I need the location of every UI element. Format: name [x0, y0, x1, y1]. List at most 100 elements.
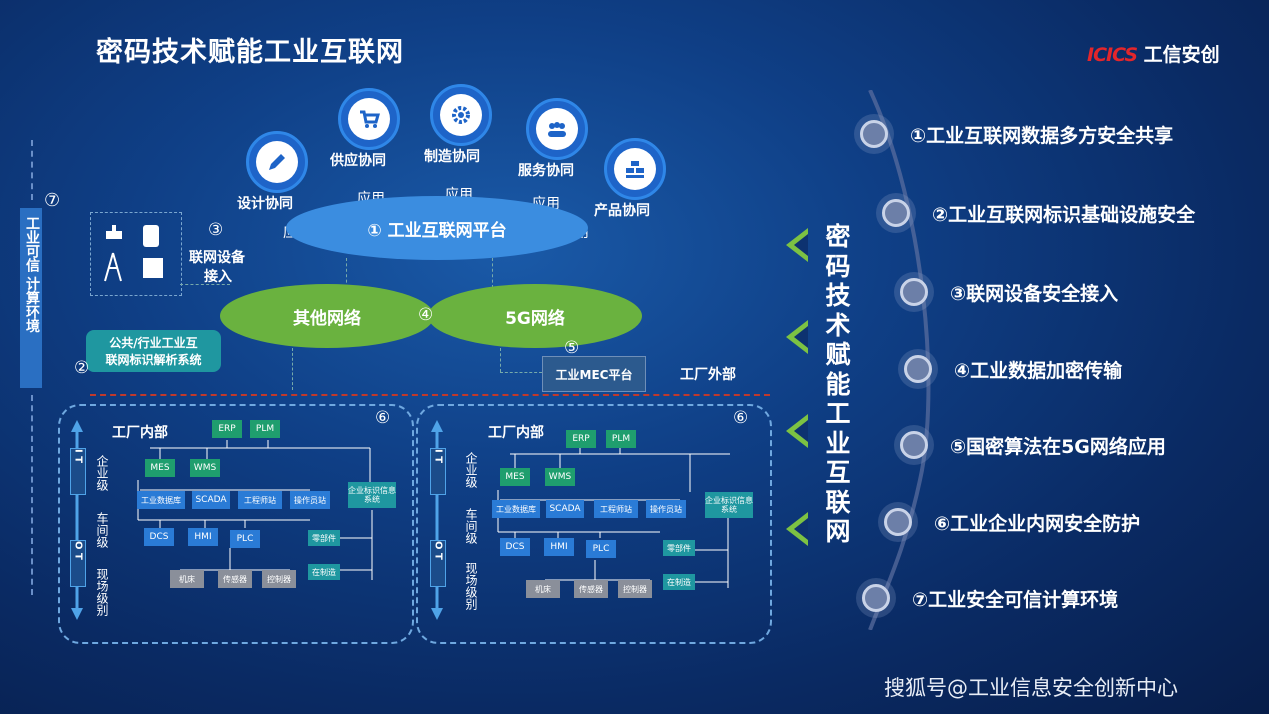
connector: [500, 372, 542, 373]
service-collab-label: 服务协同: [518, 163, 574, 179]
parts-node-1: 零部件: [308, 530, 340, 546]
right-item-1: ①工业互联网数据多方安全共享: [860, 120, 1173, 148]
right-item-6-text: ⑥工业企业内网安全防护: [934, 512, 1141, 535]
device-access-box: [90, 212, 182, 296]
right-item-4-text: ④工业数据加密传输: [954, 359, 1123, 382]
right-item-2: ②工业互联网标识基础设施安全: [882, 199, 1195, 227]
device-access-label-1: 联网设备: [189, 250, 245, 266]
right-item-3-text: ③联网设备安全接入: [950, 282, 1119, 305]
dcs-node-1: DCS: [144, 528, 174, 546]
wms-node-1: WMS: [190, 459, 220, 477]
5g-network: 5G网络: [428, 284, 642, 348]
it-tag-1: I T: [70, 448, 86, 495]
boundary-line: [90, 394, 770, 396]
machine-node-1: 机床: [170, 570, 204, 588]
left-vertical-bar: [20, 208, 42, 388]
factory-outside-label: 工厂外部: [680, 367, 736, 383]
left-dash-top: [31, 140, 33, 200]
cart-icon: [338, 88, 400, 150]
right-item-4: ④工业数据加密传输: [904, 355, 1122, 383]
brand-logo: ICICS 工信安创: [1087, 40, 1220, 67]
connector: [346, 258, 347, 288]
op-node-1: 操作员站: [290, 491, 330, 509]
machine-node-2: 机床: [526, 580, 560, 598]
gear-icon: [430, 84, 492, 146]
mes-node-2: MES: [500, 468, 530, 486]
erp-node-1: ERP: [212, 420, 242, 438]
id-system-node-2: 企业标识信息系统: [705, 492, 753, 518]
design-icon: [246, 131, 308, 193]
ot-tag-2: O T: [430, 540, 446, 587]
scada-node-2: SCADA: [546, 500, 584, 518]
mes-node-1: MES: [145, 459, 175, 477]
field-level-2: 现场级别: [464, 562, 478, 610]
hmi-node-1: HMI: [188, 528, 218, 546]
connector: [292, 348, 293, 390]
workshop-level-1: 车间级: [95, 512, 109, 548]
eng-node-2: 工程师站: [594, 500, 638, 518]
mec-platform: 工业MEC平台: [542, 356, 646, 392]
connector: [180, 284, 230, 285]
marker-4: ④: [418, 305, 434, 325]
scada-node-1: SCADA: [192, 491, 230, 509]
timeline-arc: [868, 90, 931, 630]
identifier-line-2: 联网标识解析系统: [105, 353, 202, 367]
db-node-2: 工业数据库: [492, 500, 540, 518]
ot-tag-1-text: O T: [72, 541, 84, 560]
marker-2: ②: [74, 358, 90, 378]
eng-node-1: 工程师站: [238, 491, 282, 509]
left-dash-bottom: [31, 395, 33, 595]
right-item-7: ⑦工业安全可信计算环境: [862, 584, 1118, 612]
controller-node-2: 控制器: [618, 580, 652, 598]
chevron-left-icon: [786, 320, 808, 354]
plc-node-1: PLC: [230, 530, 260, 548]
id-system-node-1: 企业标识信息系统: [348, 482, 396, 508]
logo-text: 工信安创: [1143, 44, 1220, 66]
right-item-7-text: ⑦工业安全可信计算环境: [912, 588, 1119, 611]
marker-5: ⑤: [564, 338, 580, 358]
ot-tag-1: O T: [70, 540, 86, 587]
factory-2-wiring: [497, 448, 730, 588]
people-icon: [526, 98, 588, 160]
wip-node-2: 在制造: [663, 574, 695, 590]
parts-node-2: 零部件: [663, 540, 695, 556]
right-item-5: ⑤国密算法在5G网络应用: [900, 431, 1166, 459]
bullet-icon: [882, 199, 910, 227]
sensor-node-1: 传感器: [218, 570, 252, 588]
right-item-6: ⑥工业企业内网安全防护: [884, 508, 1140, 536]
erp-node-2: ERP: [566, 430, 596, 448]
watermark: 搜狐号@工业信息安全创新中心: [884, 676, 1178, 700]
marker-6-a: ⑥: [375, 408, 391, 428]
device-access-label-2: 接入: [204, 269, 232, 285]
right-item-1-text: ①工业互联网数据多方安全共享: [910, 124, 1174, 147]
identifier-resolution-box: 公共/行业工业互 联网标识解析系统: [86, 330, 221, 372]
bullet-icon: [884, 508, 912, 536]
factory-inside-label-2: 工厂内部: [488, 425, 544, 441]
controller-node-1: 控制器: [262, 570, 296, 588]
marker-6-b: ⑥: [733, 408, 749, 428]
right-item-5-text: ⑤国密算法在5G网络应用: [950, 435, 1166, 458]
logo-mark: ICICS: [1087, 44, 1138, 66]
right-item-2-text: ②工业互联网标识基础设施安全: [932, 203, 1196, 226]
dcs-node-2: DCS: [500, 538, 530, 556]
bullet-icon: [860, 120, 888, 148]
left-vertical-title: 工业可信 计算环境: [24, 216, 40, 333]
bullet-icon: [904, 355, 932, 383]
marker-7: ⑦: [44, 190, 61, 211]
connector: [500, 348, 501, 372]
vertical-banner: 密码技术赋能工业互联网: [825, 222, 851, 546]
it-tag-2-text: I T: [432, 449, 444, 464]
right-item-3: ③联网设备安全接入: [900, 278, 1118, 306]
chevron-left-icon: [786, 414, 808, 448]
sensor-node-2: 传感器: [574, 580, 608, 598]
factory-inside-2: [416, 404, 772, 644]
other-network: 其他网络: [220, 284, 434, 348]
workshop-level-2: 车间级: [464, 508, 478, 544]
db-node-1: 工业数据库: [137, 491, 185, 509]
wip-node-1: 在制造: [308, 564, 340, 580]
it-tag-2: I T: [430, 448, 446, 495]
plm-node-2: PLM: [606, 430, 636, 448]
bullet-icon: [900, 431, 928, 459]
page-title: 密码技术赋能工业互联网: [96, 37, 404, 68]
